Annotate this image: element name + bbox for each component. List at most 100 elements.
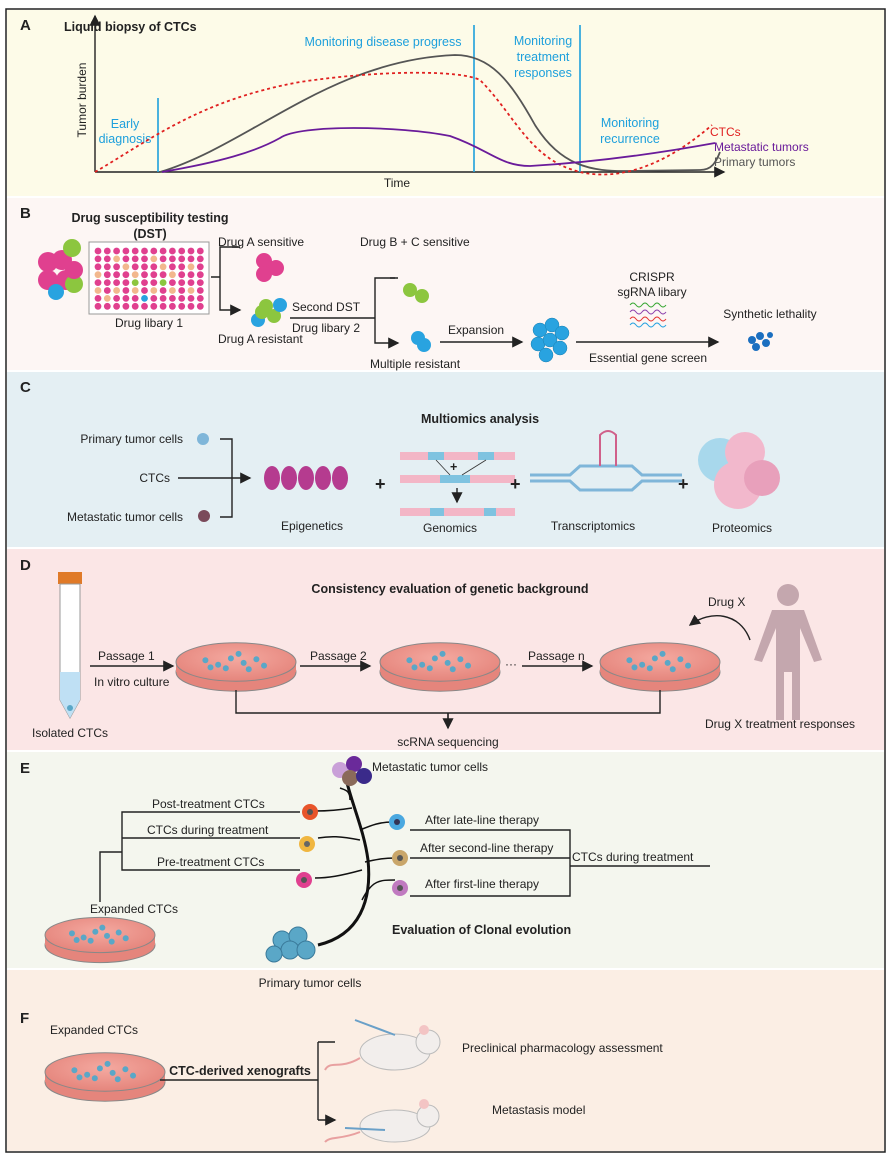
during-treatment-label: CTCs during treatment: [147, 823, 269, 837]
during-treatment-right-label: CTCs during treatment: [572, 850, 694, 864]
well: [178, 287, 186, 294]
well: [141, 302, 148, 310]
well: [122, 263, 130, 271]
well: [196, 302, 204, 310]
phase-label: Monitoring: [601, 116, 659, 130]
epigenetics-label: Epigenetics: [281, 519, 343, 533]
well: [113, 295, 120, 302]
panel-letter: F: [20, 1010, 29, 1027]
well: [122, 271, 130, 279]
well: [196, 271, 204, 279]
well: [169, 295, 176, 302]
well: [113, 287, 120, 294]
scrna-sequencing-label: scRNA sequencing: [397, 735, 498, 749]
well: [94, 302, 102, 310]
well: [196, 263, 204, 271]
panel-letter: A: [20, 17, 31, 34]
drug-a-resistant-label: Drug A resistant: [218, 332, 303, 346]
metastasis-model-label: Metastasis model: [492, 1103, 585, 1117]
well: [94, 295, 102, 302]
protein-icon: [698, 432, 780, 509]
resistant-cells: [251, 298, 287, 327]
well: [131, 279, 139, 286]
well: [178, 255, 186, 263]
ellipsis: ···: [505, 657, 517, 671]
culture-dish-icon: [599, 642, 721, 692]
in-vitro-culture-label: In vitro culture: [94, 675, 170, 689]
panel-title: Drug susceptibility testing: [72, 211, 229, 225]
well: [187, 271, 195, 279]
well: [178, 247, 186, 255]
well: [187, 287, 195, 294]
well: [169, 287, 176, 294]
well: [122, 295, 130, 302]
well: [131, 295, 139, 302]
panel-title: (DST): [133, 227, 166, 241]
well: [94, 271, 102, 279]
phase-label: responses: [514, 66, 572, 80]
panel-e-content: E Post-treatment CTCs CTCs during treatm…: [20, 756, 710, 990]
panel-c-content: C Multiomics analysis Primary tumor cell…: [20, 379, 780, 535]
drug-x-label: Drug X: [708, 595, 745, 609]
synthetic-lethality-label: Synthetic lethality: [723, 307, 816, 321]
well: [196, 247, 204, 255]
phase-label: diagnosis: [99, 132, 152, 146]
legend-metastatic: Metastatic tumors: [714, 140, 809, 154]
well: [187, 279, 195, 286]
metastatic-cluster-icon: [332, 756, 372, 786]
well: [131, 271, 139, 279]
expanded-ctcs-label: Expanded CTCs: [90, 902, 178, 916]
well: [187, 255, 195, 263]
panel-a: [7, 10, 884, 196]
clonal-evolution-title: Evaluation of Clonal evolution: [392, 923, 571, 937]
expanded-ctcs-label: Expanded CTCs: [50, 1023, 138, 1037]
culture-dish-icon: [44, 916, 156, 964]
well: [150, 247, 158, 255]
ctcs-label: CTCs: [139, 471, 170, 485]
well: [150, 263, 158, 271]
treatment-responses-label: Drug X treatment responses: [705, 717, 855, 731]
well: [141, 287, 148, 294]
well: [196, 279, 204, 286]
metastatic-tumor-cells-label: Metastatic tumor cells: [67, 510, 183, 524]
drug-bc-sensitive-label: Drug B + C sensitive: [360, 235, 470, 249]
panel-letter: C: [20, 379, 31, 396]
bc-sensitive-cells: [403, 283, 429, 303]
crispr-label: CRISPR: [629, 270, 675, 284]
essential-gene-screen-label: Essential gene screen: [589, 351, 707, 365]
fragmented-cells-icon: [748, 332, 773, 351]
panel-d-content: D Consistency evaluation of genetic back…: [20, 557, 855, 749]
well: [122, 287, 130, 294]
well: [196, 287, 204, 294]
nucleosome-icon: [264, 466, 348, 490]
well: [103, 271, 111, 279]
plate-label: Drug libary 1: [115, 316, 183, 330]
panel-f-content: F Expanded CTCs CTC-derived xenografts P…: [20, 1010, 663, 1143]
primary-tumor-cells-label: Primary tumor cells: [259, 976, 362, 990]
expansion-label: Expansion: [448, 323, 504, 337]
metastatic-tumors-curve: [161, 127, 716, 173]
primary-tumor-cells-label: Primary tumor cells: [80, 432, 183, 446]
drug-library-2-label: Drug libary 2: [292, 321, 360, 335]
ctc-branch-lines: [99, 811, 300, 902]
ctc-cells: [296, 804, 408, 896]
passage-n-label: Passage n: [528, 649, 585, 663]
sensitive-cells: [256, 253, 284, 282]
well: [94, 247, 102, 255]
passage-1-label: Passage 1: [98, 649, 155, 663]
well: [150, 287, 158, 294]
well: [122, 255, 130, 263]
well: [159, 255, 167, 263]
panel-letter: E: [20, 760, 30, 777]
mixed-cell-cluster: [38, 239, 83, 300]
well: [150, 279, 158, 286]
well: [169, 255, 176, 263]
well: [94, 279, 102, 286]
metastatic-cell-icon: [198, 510, 210, 522]
legend-ctcs: CTCs: [710, 125, 741, 139]
well: [150, 295, 158, 302]
well: [187, 295, 195, 302]
well: [94, 263, 102, 271]
phase-label: Monitoring disease progress: [304, 35, 461, 49]
